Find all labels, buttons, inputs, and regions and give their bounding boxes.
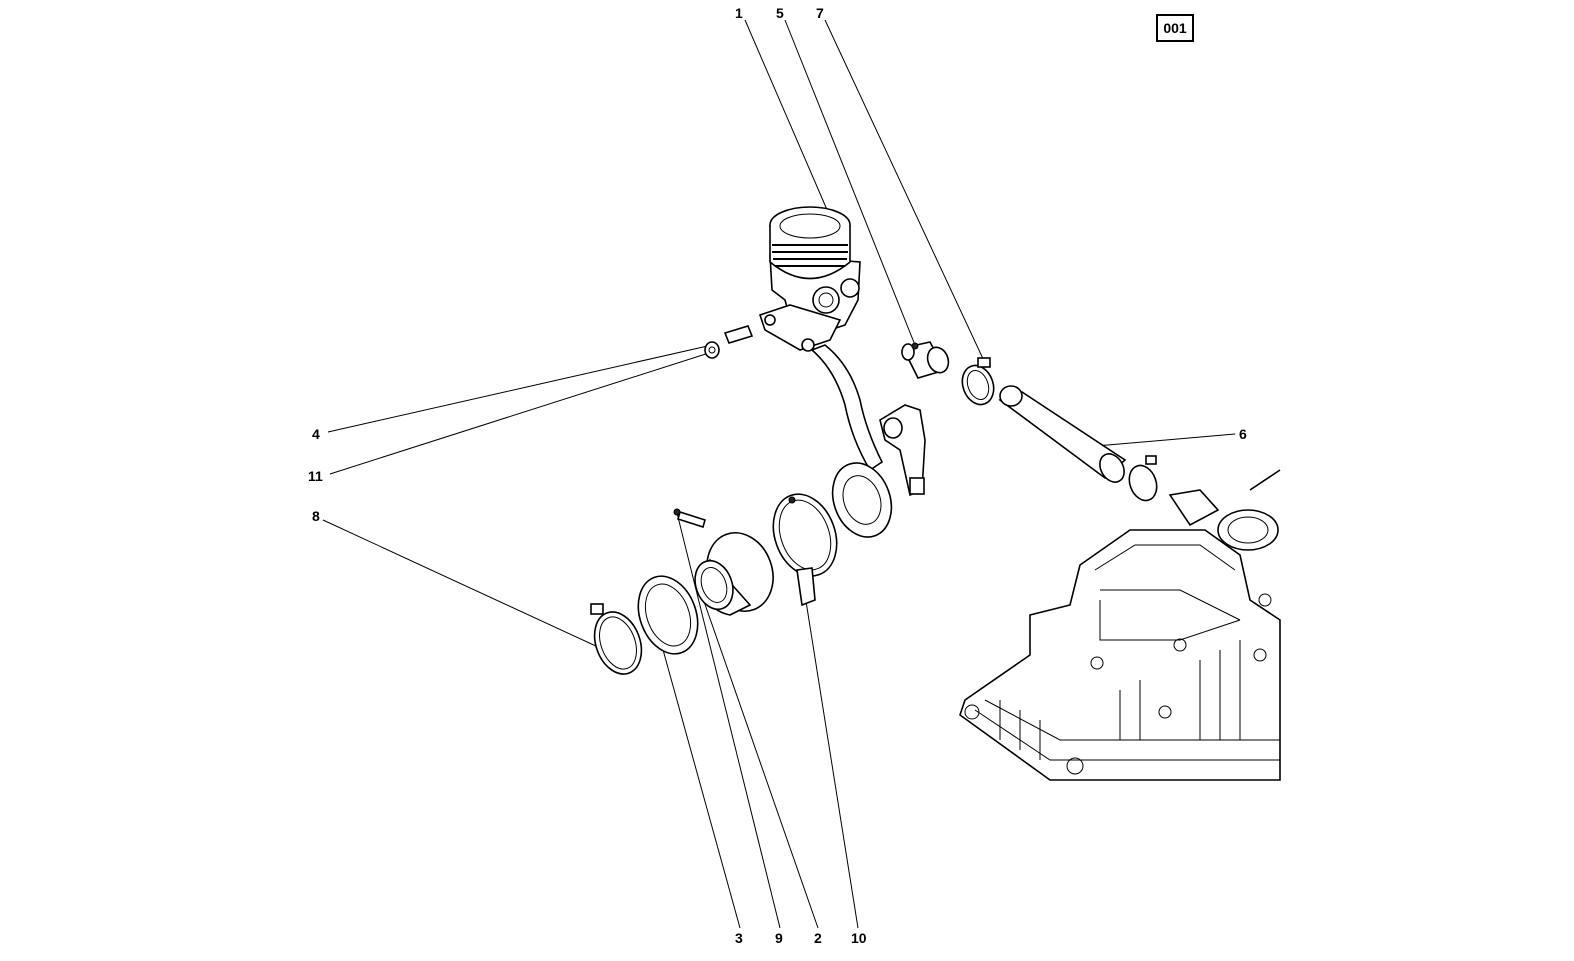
coupling-sleeve-part <box>694 532 774 616</box>
callout-6: 6 <box>1239 426 1247 442</box>
callout-9: 9 <box>775 930 783 946</box>
callout-8: 8 <box>312 508 320 524</box>
leader-lines <box>322 19 1236 929</box>
callout-7: 7 <box>816 5 824 21</box>
bolt-and-nut-parts <box>704 325 754 359</box>
callout-11: 11 <box>308 468 323 484</box>
actuator-arm-part <box>810 344 926 497</box>
diagram-reference-box: 001 <box>1156 14 1194 42</box>
engine-housing-part <box>959 469 1281 781</box>
callout-4: 4 <box>312 426 320 442</box>
pin-part <box>673 508 706 529</box>
clamp-part-8 <box>590 603 643 675</box>
callout-3: 3 <box>735 930 743 946</box>
seal-ring-part <box>637 575 699 655</box>
hose-clamp-part-10 <box>772 493 838 607</box>
flange-gasket-part <box>831 462 893 538</box>
breather-fitting-part <box>901 341 950 379</box>
hose-clamp-part-7 <box>961 357 995 406</box>
callout-1: 1 <box>735 5 743 21</box>
callout-labels: 1 5 7 6 4 11 8 3 9 2 10 <box>308 5 1247 946</box>
throttle-body-part <box>758 206 861 352</box>
callout-10: 10 <box>851 930 867 946</box>
callout-5: 5 <box>776 5 784 21</box>
hose-part <box>998 385 1158 502</box>
callout-2: 2 <box>814 930 822 946</box>
